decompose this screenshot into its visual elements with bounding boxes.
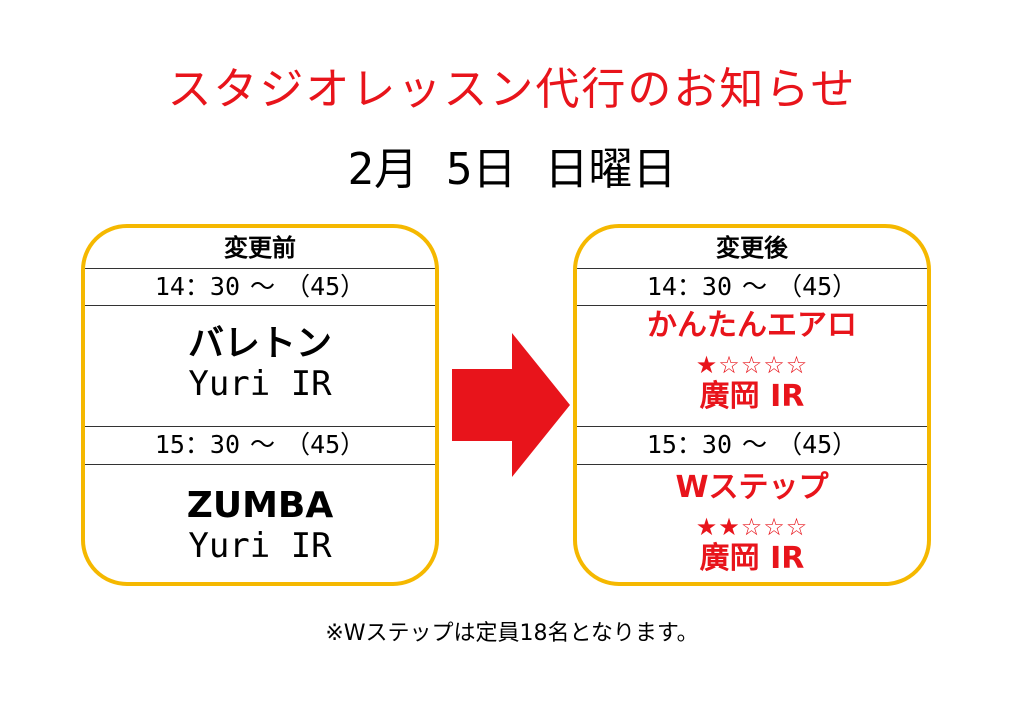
slot-time-value: 15：30: [154, 430, 241, 459]
divider: [85, 426, 435, 427]
slot-tilde: ～: [250, 430, 276, 459]
date-line: 2月 5日日曜日: [0, 140, 1024, 200]
slot-duration: （45）: [777, 430, 858, 459]
slot-duration: （45）: [285, 430, 366, 459]
divider: [577, 426, 927, 427]
lesson-name: ZUMBA: [186, 485, 334, 526]
difficulty-stars: ★☆☆☆☆: [695, 351, 809, 379]
after-slot-1-time: 14：30 ～ （45）: [577, 269, 927, 305]
slot-duration: （45）: [285, 272, 366, 301]
page-title: スタジオレッスン代行のお知らせ: [167, 64, 857, 115]
after-slot-2-time: 15：30 ～ （45）: [577, 427, 927, 463]
divider: [577, 464, 927, 465]
right-arrow-icon: [452, 333, 570, 477]
before-slot-2-time: 15：30 ～ （45）: [85, 427, 435, 463]
after-slot-1-lesson: かんたんエアロ ★☆☆☆☆ 廣岡 IR: [577, 308, 927, 414]
divider: [85, 464, 435, 465]
divider: [85, 268, 435, 269]
date-month: 2月: [347, 144, 419, 195]
before-slot-1-lesson: バレトン Yuri IR: [85, 323, 435, 405]
slot-tilde: ～: [742, 272, 768, 301]
divider: [577, 305, 927, 306]
before-panel: 変更前 14：30 ～ （45） バレトン Yuri IR 15：30 ～ （45） Z…: [81, 224, 439, 586]
difficulty-stars: ★★☆☆☆: [695, 513, 809, 541]
slot-time-value: 14：30: [154, 272, 241, 301]
slot-time-value: 15：30: [646, 430, 733, 459]
lesson-instructor: 廣岡 IR: [699, 379, 805, 414]
after-slot-2-lesson: Wステップ ★★☆☆☆ 廣岡 IR: [577, 470, 927, 576]
divider: [85, 305, 435, 306]
slot-time-value: 14：30: [646, 272, 733, 301]
slot-duration: （45）: [777, 272, 858, 301]
slot-tilde: ～: [250, 272, 276, 301]
lesson-instructor: 廣岡 IR: [699, 541, 805, 576]
before-slot-1-time: 14：30 ～ （45）: [85, 269, 435, 305]
date-day: 5日: [446, 144, 517, 195]
footnote: ※Wステップは定員18名となります。: [325, 621, 699, 646]
lesson-name: バレトン: [187, 323, 332, 364]
date-weekday: 日曜日: [544, 144, 677, 195]
divider: [577, 268, 927, 269]
before-header: 変更前: [224, 234, 296, 262]
lesson-name: かんたんエアロ: [647, 308, 857, 343]
before-slot-2-lesson: ZUMBA Yuri IR: [85, 485, 435, 567]
lesson-name: Wステップ: [675, 470, 829, 505]
after-panel: 変更後 14：30 ～ （45） かんたんエアロ ★☆☆☆☆ 廣岡 IR 15：30…: [573, 224, 931, 586]
lesson-instructor: Yuri IR: [188, 526, 332, 566]
slot-tilde: ～: [742, 430, 768, 459]
lesson-instructor: Yuri IR: [188, 364, 332, 404]
after-header: 変更後: [716, 234, 788, 262]
